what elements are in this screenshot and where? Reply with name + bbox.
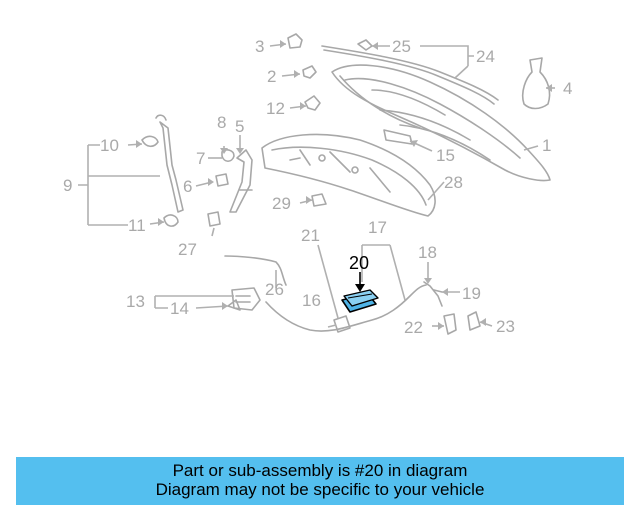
leader-lines [78,43,555,328]
hinge [229,149,253,213]
parts-diagram: 1 2 3 4 5 6 7 8 9 10 11 12 13 14 15 16 1… [63,33,572,337]
info-banner: Part or sub-assembly is #20 in diagram D… [16,457,624,505]
label-24: 24 [476,47,495,66]
label-26: 26 [265,280,284,299]
label-17: 17 [368,218,387,237]
label-9: 9 [63,176,72,195]
label-20: 20 [349,253,369,273]
label-27: 27 [178,240,197,259]
arrowheads [136,40,552,330]
label-4: 4 [563,79,572,98]
label-19: 19 [462,284,481,303]
label-3: 3 [255,37,264,56]
label-2: 2 [267,67,276,86]
bottle-part [521,57,551,110]
banner-line-2: Diagram may not be specific to your vehi… [155,480,485,499]
label-13: 13 [126,292,145,311]
label-21: 21 [301,226,320,245]
strut-assembly [155,114,184,213]
weatherstrip-seal [321,45,499,105]
arrow-20-head [355,284,365,292]
label-18: 18 [418,243,437,262]
label-15: 15 [436,146,455,165]
label-7: 7 [196,149,205,168]
label-10: 10 [100,136,119,155]
small-fasteners [141,33,413,227]
label-25: 25 [392,37,411,56]
hood-panel [331,64,551,182]
label-16: 16 [302,291,321,310]
label-28: 28 [444,173,463,192]
release-cable [224,255,427,333]
banner-line-1: Part or sub-assembly is #20 in diagram [172,461,468,480]
lock-parts [423,281,481,335]
label-29: 29 [272,194,291,213]
label-11: 11 [128,216,146,235]
label-5: 5 [235,117,244,136]
latch-assembly [227,287,261,311]
insulator-pad [261,133,436,217]
label-23: 23 [496,317,515,336]
label-12: 12 [266,99,285,118]
callout-labels: 1 2 3 4 5 6 7 8 9 10 11 12 13 14 15 16 1… [63,37,572,337]
label-6: 6 [183,177,192,196]
label-1: 1 [542,136,551,155]
label-8: 8 [217,113,226,132]
label-14: 14 [170,299,189,318]
part-20-highlighted [341,289,379,313]
label-22: 22 [404,318,423,337]
